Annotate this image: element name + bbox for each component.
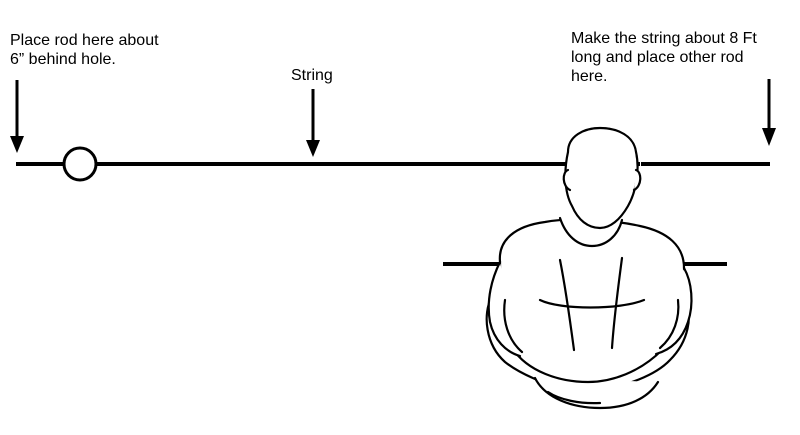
string-label: String: [291, 67, 333, 84]
arrow-down-icon: [10, 80, 24, 153]
seated-person-icon: [485, 126, 693, 410]
rod-placement-label: Place rod here about 6” behind hole.: [10, 32, 159, 68]
arrow-down-icon: [306, 89, 320, 157]
arrow-down-icon: [762, 79, 776, 146]
string-length-label: Make the string about 8 Ft long and plac…: [571, 30, 757, 85]
hole-circle-icon: [62, 146, 98, 182]
